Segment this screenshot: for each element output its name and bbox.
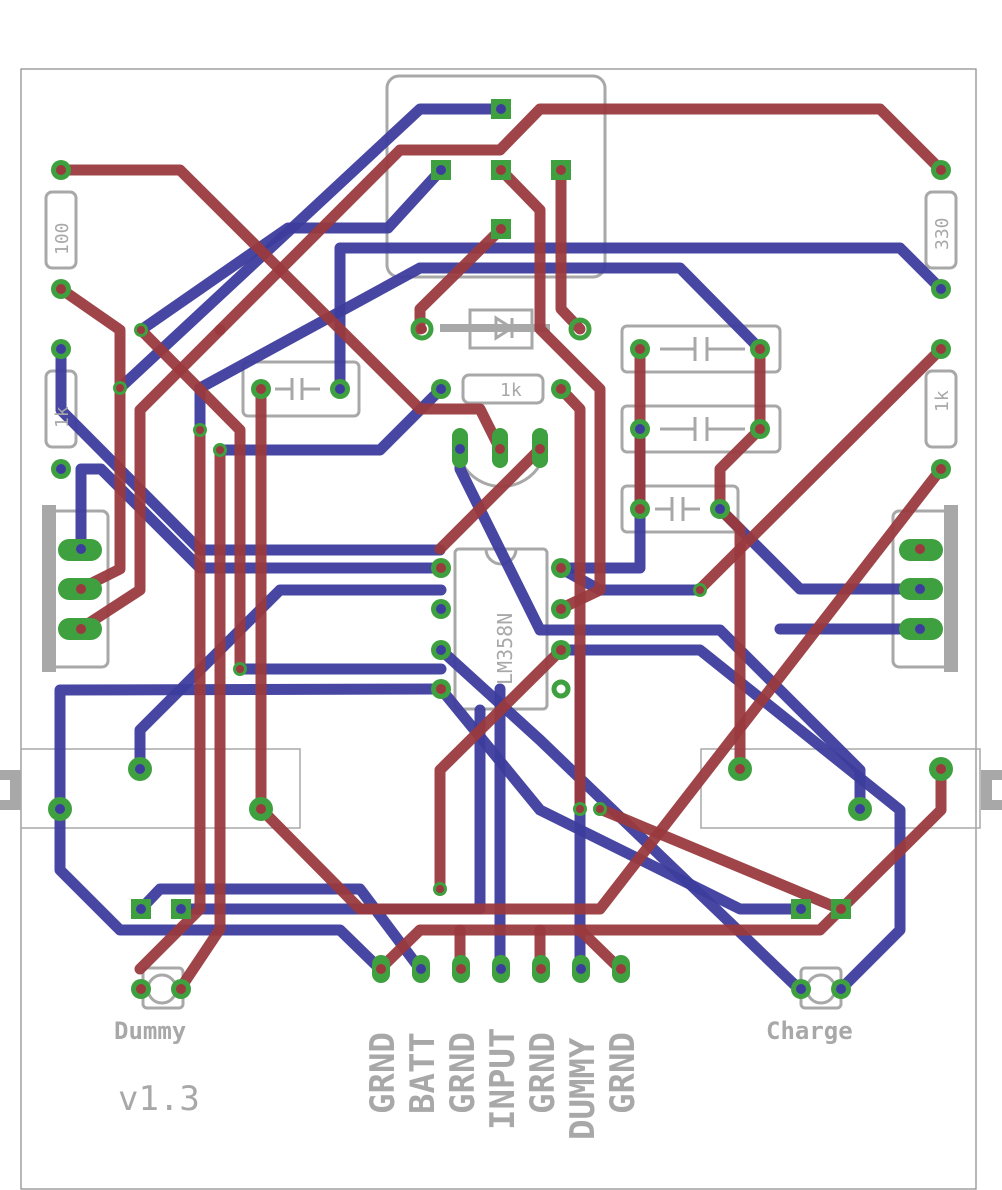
top-component-outline	[385, 74, 607, 279]
header-pin-label: GRND	[363, 1032, 403, 1114]
resistor-1k-center-body	[461, 373, 545, 405]
version-label: v1.3	[118, 1079, 200, 1119]
resistor-100-label: 100	[52, 222, 73, 255]
cap-right-1-symbol	[660, 337, 745, 361]
resistor-1k-right-body	[924, 369, 958, 449]
header-pin-label: GRND	[523, 1032, 563, 1114]
cap-right-2-outline	[620, 404, 782, 454]
cap-left-symbol	[275, 378, 320, 400]
pads-layer	[48, 99, 953, 999]
terminal-right-tab	[981, 770, 1002, 810]
resistor-1k-right-label: 1k	[932, 390, 953, 412]
header-pin-label: BATT	[403, 1032, 443, 1114]
header-pin-label: GRND	[603, 1032, 643, 1114]
cap-left-outline	[241, 360, 361, 418]
diode-symbol	[494, 315, 515, 341]
jst-right-bar	[944, 505, 958, 672]
header-pin-label: DUMMY	[563, 1037, 603, 1140]
dummy-label: Dummy	[114, 1017, 186, 1045]
resistor-100-body	[44, 190, 78, 270]
terminal-left-tab	[0, 770, 21, 810]
resistor-1k-left-label: 1k	[52, 406, 73, 428]
resistor-1k-center-label: 1k	[500, 380, 522, 401]
header-pin-label: GRND	[443, 1032, 483, 1114]
header-pin-label: INPUT	[483, 1028, 523, 1130]
ic-label: LM358N	[493, 613, 517, 685]
resistor-330-label: 330	[932, 217, 953, 250]
cap-right-3-symbol	[655, 497, 700, 521]
silkscreen-text: 100 330 1k 1k 1k LM358N Dummy Charge v1.…	[52, 217, 953, 1140]
top-copper-layer	[55, 103, 947, 995]
led-charge-circle	[805, 973, 837, 1005]
jst-left-bar	[42, 505, 56, 672]
board-outline	[20, 68, 977, 1190]
resistor-330-body	[924, 190, 958, 270]
cap-right-1-outline	[620, 324, 782, 374]
cap-right-3-outline	[620, 484, 740, 534]
ic-notch	[484, 548, 518, 566]
cap-right-2-symbol	[660, 417, 745, 441]
bottom-copper-layer	[54, 103, 947, 996]
charge-label: Charge	[766, 1017, 853, 1045]
